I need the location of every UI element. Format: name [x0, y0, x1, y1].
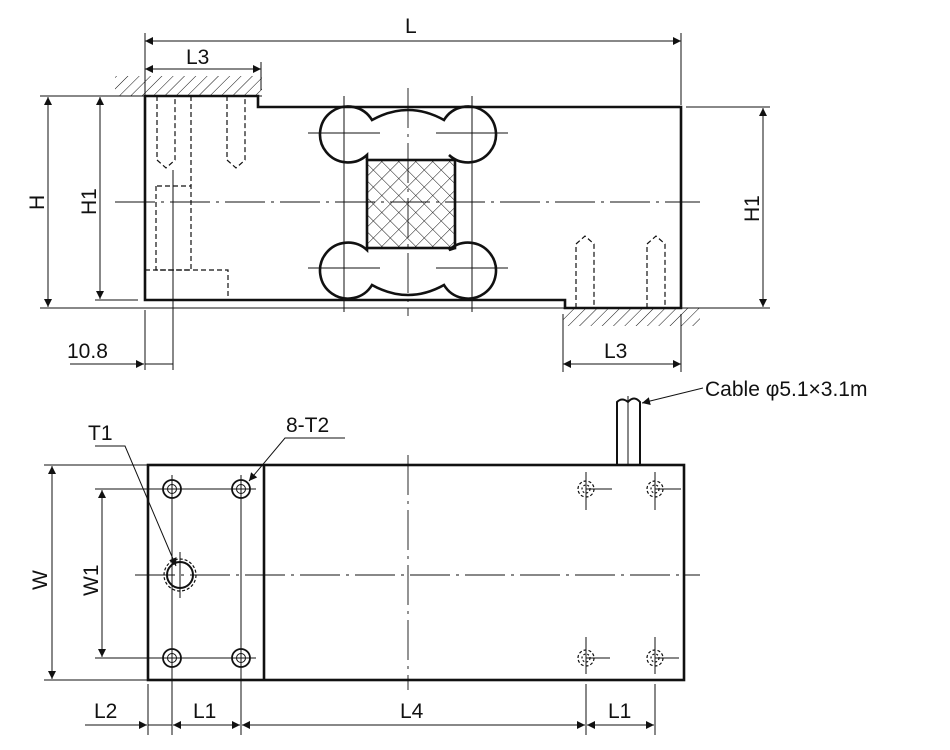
label-8-T2: 8-T2: [286, 414, 329, 437]
fixed-support-hatch-bottom: [563, 308, 700, 326]
label-W1: W1: [80, 565, 103, 597]
bending-beam-cutout: [308, 96, 508, 312]
mounting-holes-right: [577, 472, 681, 674]
label-L2: L2: [94, 700, 117, 723]
cable: [616, 396, 641, 465]
label-L: L: [405, 15, 417, 38]
threaded-holes-right: [575, 235, 666, 308]
leader-8-T2: [248, 437, 345, 482]
fixed-support-hatch-top: [115, 76, 262, 96]
label-H1-left: H1: [78, 188, 101, 215]
strain-gauge-area: [365, 158, 457, 250]
threaded-holes-left: [145, 96, 246, 300]
plan-body-outline: [146, 463, 686, 682]
cable-hole-T1: [163, 552, 197, 598]
label-L4: L4: [400, 700, 424, 723]
label-H: H: [26, 195, 49, 210]
load-cell-body-outline: [143, 94, 683, 310]
plan-view: Cable φ5.1×3.1m: [29, 378, 867, 735]
label-10-8: 10.8: [67, 340, 108, 363]
mounting-holes-left: [95, 475, 256, 670]
side-view: L L3 H H1 H1 L3 10.8: [26, 15, 770, 372]
leader-T1: [95, 445, 177, 567]
label-W: W: [29, 570, 52, 590]
label-L1-right: L1: [608, 700, 631, 723]
label-L1-left: L1: [193, 700, 216, 723]
label-T1: T1: [88, 422, 113, 445]
label-L3-bottom: L3: [604, 340, 627, 363]
cable-spec-label: Cable φ5.1×3.1m: [705, 378, 867, 401]
label-H1-right: H1: [741, 195, 764, 222]
cable-leader: [641, 387, 704, 405]
label-L3-top: L3: [186, 46, 209, 69]
